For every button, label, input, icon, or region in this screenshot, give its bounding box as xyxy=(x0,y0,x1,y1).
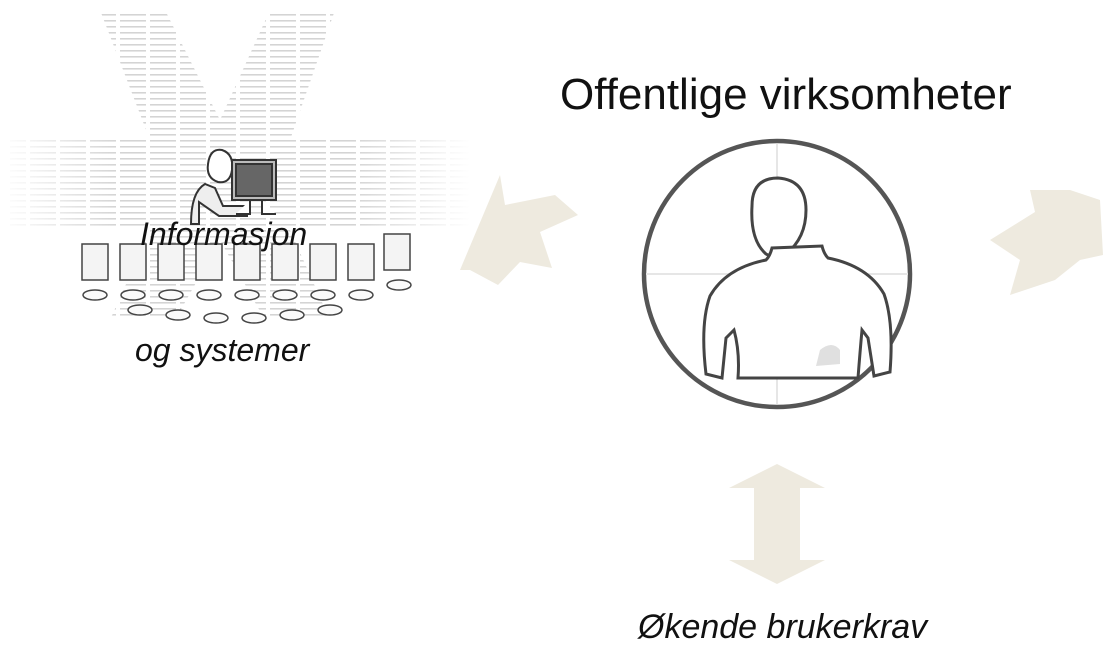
user-avatar-icon xyxy=(641,138,913,410)
right-double-arrow xyxy=(990,190,1103,295)
left-double-arrow xyxy=(460,175,578,285)
systems-label: og systemer xyxy=(135,332,310,368)
user-demand-label: Økende brukerkrav xyxy=(638,608,928,646)
documents-database-icon xyxy=(81,233,412,324)
vertical-double-arrow xyxy=(729,464,825,584)
info-label: Informasjon xyxy=(140,216,308,252)
page-title: Offentlige virksomheter xyxy=(560,70,1012,119)
person-at-computer-icon xyxy=(189,148,277,225)
